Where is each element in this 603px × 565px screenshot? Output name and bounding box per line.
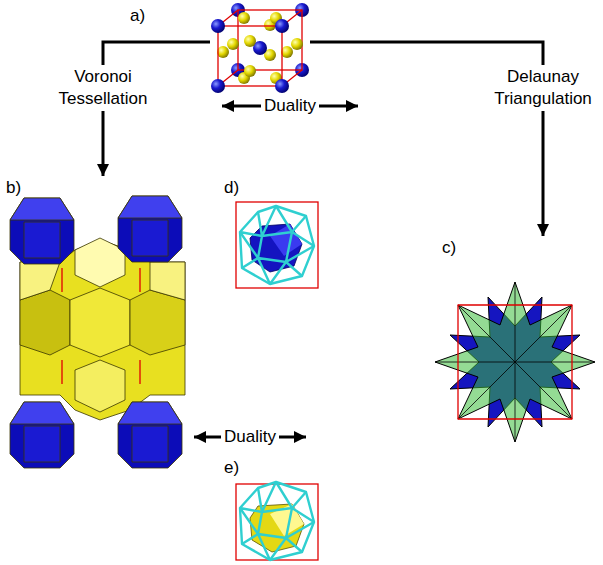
edge-label: Voronoi Tessellation <box>47 65 159 111</box>
duality-text: Duality <box>221 427 279 447</box>
figure-panel: c) <box>432 236 600 448</box>
delaunay-star <box>435 282 595 442</box>
unit-cell <box>211 3 309 93</box>
figure-panel: a) <box>210 2 310 94</box>
voronoi-cell-d <box>236 202 318 288</box>
duality-label: Duality <box>261 96 319 116</box>
duality-label: Duality <box>221 427 279 447</box>
figure-panel: d) <box>222 180 324 292</box>
voronoi-cells <box>10 196 185 468</box>
panel-label: b) <box>6 178 21 198</box>
edge-label: Delaunay Triangulation <box>487 65 599 111</box>
figure-panel: e) <box>222 460 324 563</box>
duality-arrow <box>194 106 358 437</box>
voronoi-cell-e <box>236 482 318 560</box>
process-label: Delaunay Triangulation <box>487 65 599 111</box>
panel-label: d) <box>224 178 239 198</box>
duality-text: Duality <box>261 96 319 116</box>
panel-label: e) <box>224 458 239 478</box>
panel-label: a) <box>130 6 145 26</box>
panel-label: c) <box>442 238 456 258</box>
process-label: Voronoi Tessellation <box>47 65 159 111</box>
figure-panel: b) <box>2 176 188 472</box>
